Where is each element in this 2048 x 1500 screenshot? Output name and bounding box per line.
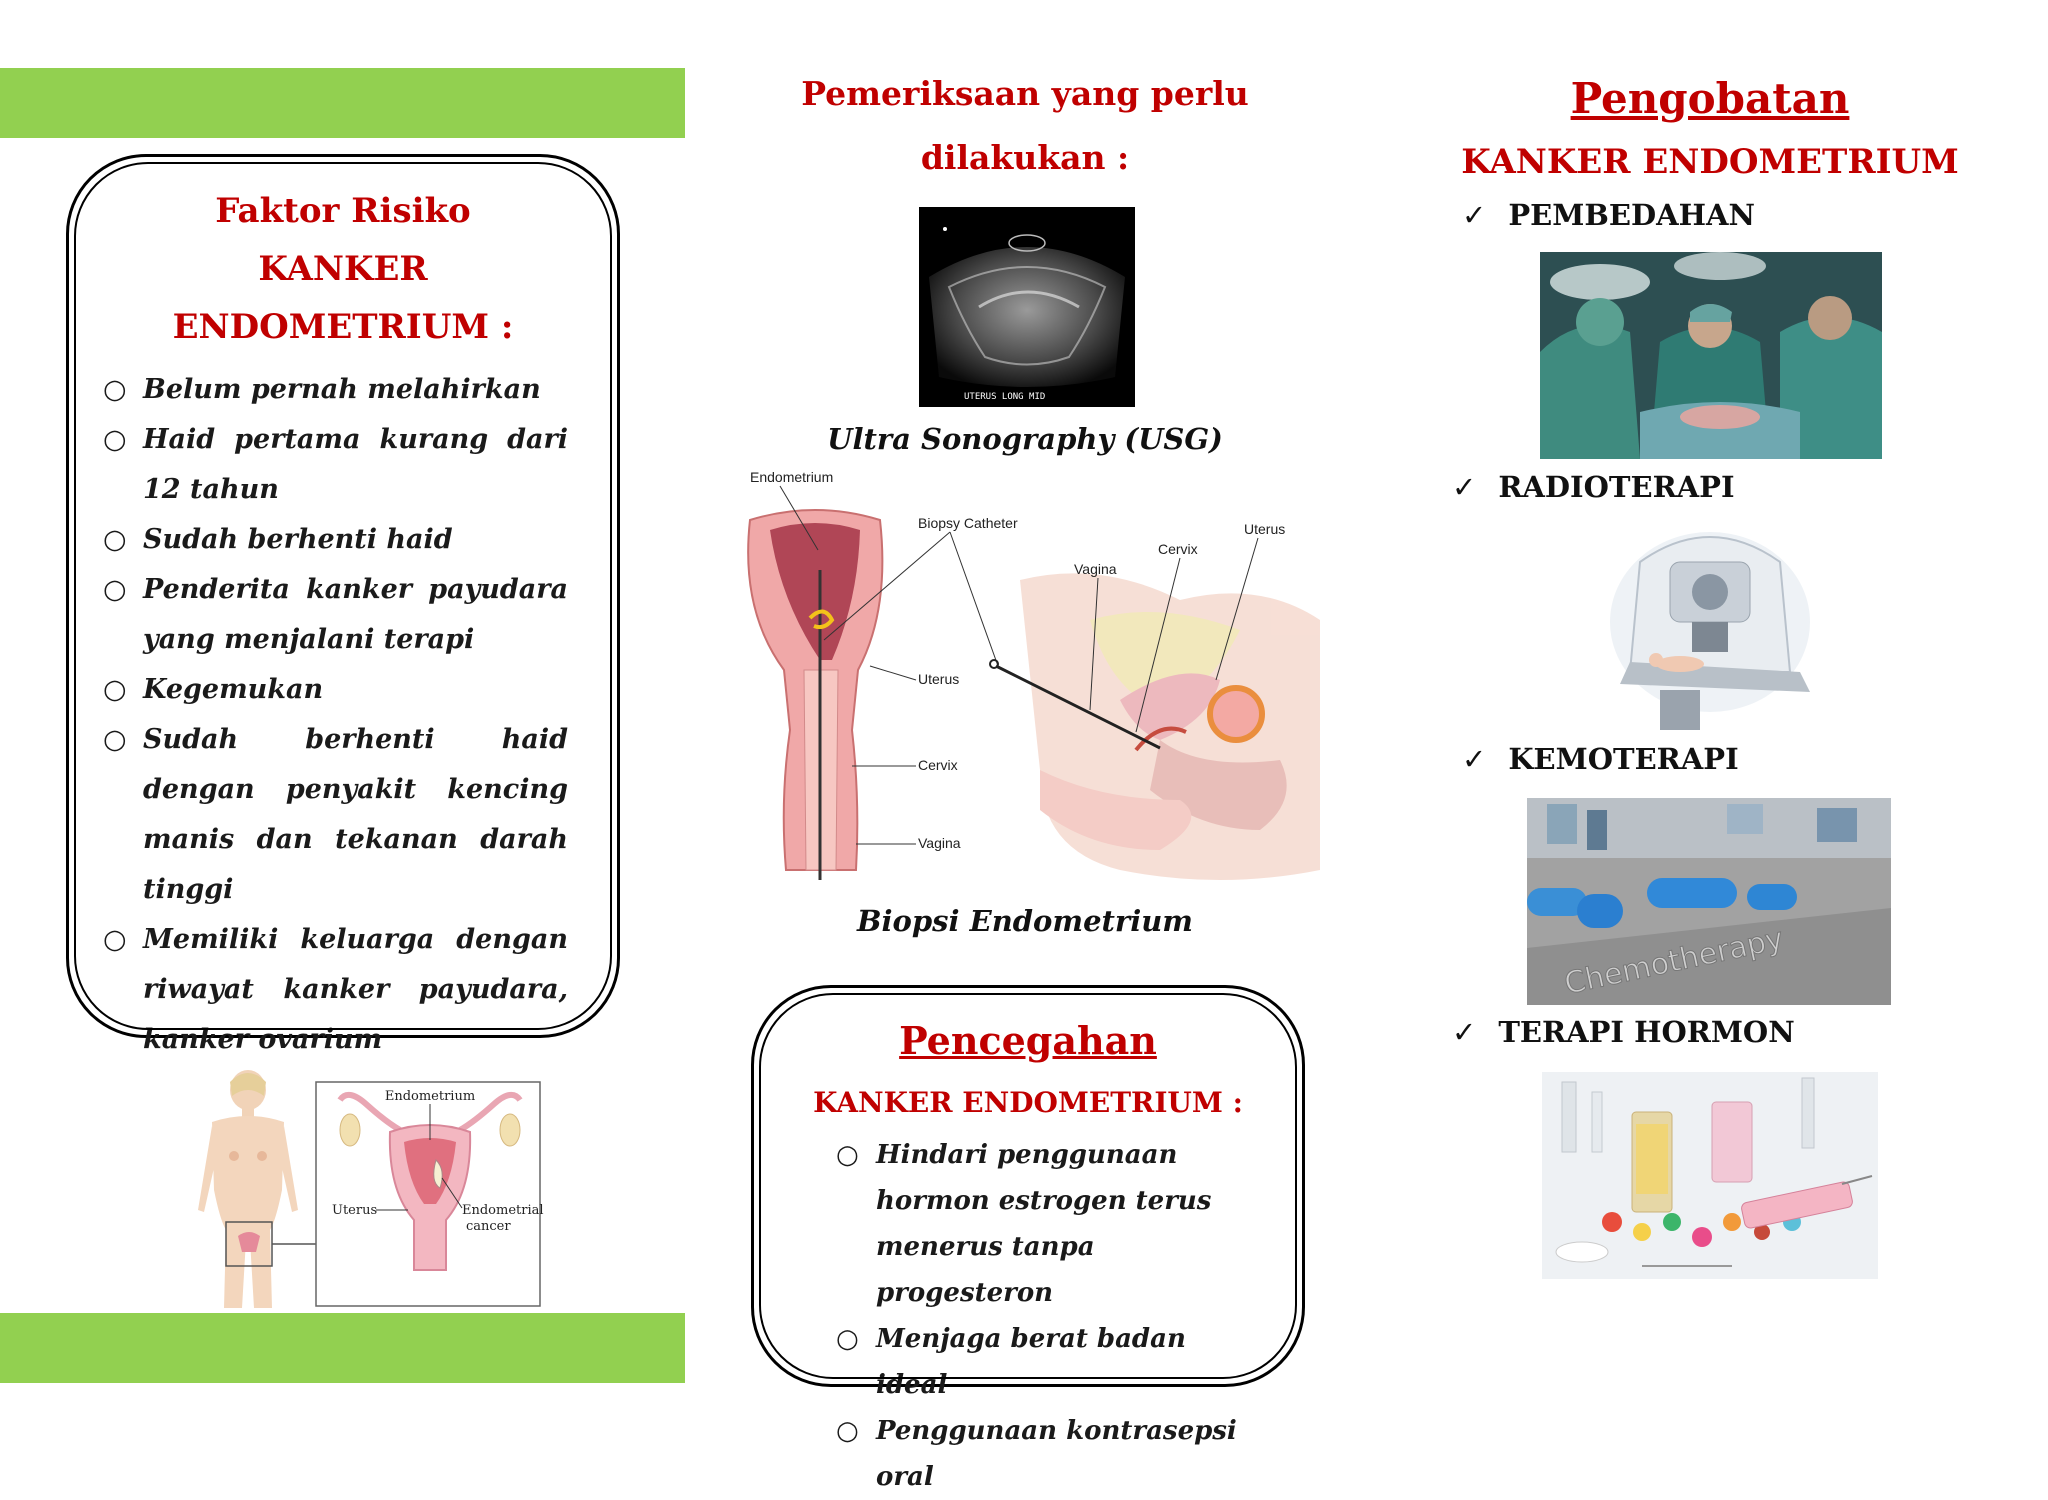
radiotherapy-image	[1600, 522, 1820, 732]
treatment-subtitle: KANKER ENDOMETRIUM	[1461, 142, 1959, 182]
uterus-section-left	[747, 509, 884, 880]
risk-title-line1: Faktor Risiko	[215, 191, 471, 231]
circle-bullet-icon: ○	[836, 1140, 859, 1170]
biopsy-caption: Biopsi Endometrium	[857, 904, 1193, 938]
usg-image: UTERUS LONG MID	[919, 207, 1135, 407]
bottom-green-bar	[0, 1313, 685, 1383]
treatment-item-radiotherapy: ✓RADIOTERAPI	[1452, 470, 1735, 504]
label-uterus: Uterus	[332, 1203, 377, 1218]
list-item: ○Sudah berhenti haid dengan penyakit ken…	[103, 715, 568, 915]
check-icon: ✓	[1462, 742, 1487, 776]
prevention-title: Pencegahan	[899, 1018, 1157, 1063]
treatment-item-hormone-therapy: ✓TERAPI HORMON	[1452, 1015, 1795, 1049]
list-item: ○Kegemukan	[103, 665, 568, 715]
risk-title-line3: ENDOMETRIUM :	[172, 307, 514, 347]
list-item: ○Haid pertama kurang dari 12 tahun	[103, 415, 568, 515]
circle-bullet-icon: ○	[103, 924, 127, 955]
circle-bullet-icon: ○	[103, 374, 127, 405]
circle-bullet-icon: ○	[103, 724, 127, 755]
prevention-subtitle: KANKER ENDOMETRIUM :	[813, 1086, 1243, 1119]
label-uterus-left: Uterus	[918, 671, 959, 687]
circle-bullet-icon: ○	[103, 424, 127, 455]
label-endometrium: Endometrium	[750, 470, 833, 485]
chemotherapy-image: Chemotherapy	[1527, 798, 1891, 1005]
label-endometrial-cancer-2: cancer	[466, 1219, 511, 1234]
list-item: ○Menjaga berat badan ideal	[836, 1316, 1256, 1408]
prevention-list: ○Hindari penggunaan hormon estrogen teru…	[836, 1132, 1256, 1500]
endometrial-cancer-anatomy-image: Endometrium Uterus Endometrial cancer	[198, 1070, 544, 1308]
list-item: ○Belum pernah melahirkan	[103, 365, 568, 415]
exam-title-line2: dilakukan :	[920, 138, 1130, 177]
list-item: ○Penggunaan kontrasepsi oral	[836, 1408, 1256, 1500]
endometrial-biopsy-diagram: Endometrium Biopsy Catheter Uterus Cervi…	[747, 470, 1320, 880]
sagittal-section-right	[1020, 573, 1320, 880]
label-cervix-left: Cervix	[918, 757, 958, 773]
check-icon: ✓	[1462, 198, 1487, 232]
treatment-item-chemotherapy: ✓KEMOTERAPI	[1462, 742, 1739, 776]
label-cervix-right: Cervix	[1158, 541, 1198, 557]
top-green-bar	[0, 68, 685, 138]
usg-overlay-text: UTERUS LONG MID	[964, 392, 1045, 402]
circle-bullet-icon: ○	[836, 1324, 859, 1354]
label-biopsy-catheter: Biopsy Catheter	[918, 515, 1018, 531]
label-endometrium: Endometrium	[385, 1089, 475, 1104]
list-item: ○Penderita kanker payudara yang menjalan…	[103, 565, 568, 665]
label-vagina-right: Vagina	[1074, 561, 1117, 577]
label-vagina-left: Vagina	[918, 835, 961, 851]
uterus-drawing	[337, 1091, 523, 1271]
treatment-title: Pengobatan	[1570, 74, 1850, 123]
treatment-item-surgery: ✓PEMBEDAHAN	[1462, 198, 1755, 232]
hormone-therapy-image	[1542, 1072, 1878, 1279]
prevention-box: Pencegahan KANKER ENDOMETRIUM : ○Hindari…	[751, 985, 1305, 1492]
check-icon: ✓	[1452, 470, 1477, 504]
list-item: ○Sudah berhenti haid	[103, 515, 568, 565]
circle-bullet-icon: ○	[103, 574, 127, 605]
risk-factor-list: ○Belum pernah melahirkan ○Haid pertama k…	[103, 365, 568, 1065]
risk-title-line2: KANKER	[258, 249, 428, 289]
circle-bullet-icon: ○	[103, 524, 127, 555]
check-icon: ✓	[1452, 1015, 1477, 1049]
circle-bullet-icon: ○	[836, 1416, 859, 1446]
exam-title-line1: Pemeriksaan yang perlu	[801, 74, 1249, 113]
list-item: ○Memiliki keluarga dengan riwayat kanker…	[103, 915, 568, 1065]
label-endometrial-cancer-1: Endometrial	[462, 1203, 544, 1218]
usg-caption: Ultra Sonography (USG)	[827, 422, 1223, 456]
circle-bullet-icon: ○	[103, 674, 127, 705]
body-silhouette	[198, 1070, 316, 1308]
surgery-image	[1540, 252, 1882, 459]
label-uterus-right: Uterus	[1244, 521, 1285, 537]
list-item: ○Hindari penggunaan hormon estrogen teru…	[836, 1132, 1256, 1316]
risk-factor-box: Faktor Risiko KANKER ENDOMETRIUM : ○Belu…	[66, 154, 620, 1055]
